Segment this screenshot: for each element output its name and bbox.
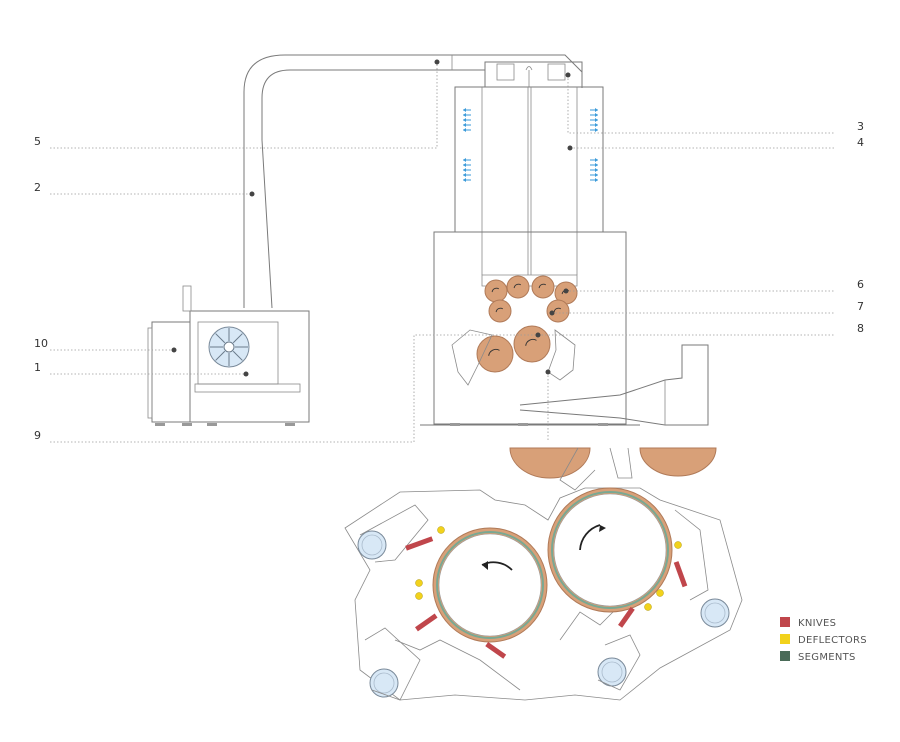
roll [488,299,512,323]
roll [506,275,530,299]
legend: KNIVES DEFLECTORS SEGMENTS [780,617,867,663]
foot [182,423,192,426]
callout-6: 6 [857,278,864,291]
rotation-arrow-icon [513,283,521,289]
machine-feet [155,423,608,426]
foot [207,423,217,426]
callout-3: 3 [857,120,864,133]
callout-10: 10 [34,337,48,350]
cutter-housing [433,231,627,425]
rotation-arrow-icon [579,524,601,551]
legend-label-deflectors: DEFLECTORS [798,635,867,646]
legend-swatch-segments [780,651,790,661]
segment-ring [436,531,544,639]
roll [484,279,508,303]
rotation-arrow-icon [495,307,503,313]
roll [531,275,555,299]
callout-1: 1 [34,361,41,374]
callout-7: 7 [857,300,864,313]
detail-rolls [432,487,673,643]
legend-swatch-knives [780,617,790,627]
feed-silos [454,86,604,233]
roll [546,299,570,323]
leader-lines [50,62,835,443]
deflectors [415,526,682,611]
foot [518,423,528,426]
exhaust-duct [519,344,709,426]
foot [155,423,165,426]
roll [513,325,551,363]
foot [285,423,295,426]
legend-label-knives: KNIVES [798,618,836,629]
detail-upper-roll-right [639,447,717,477]
fan-wheel-icon [208,326,250,368]
legend-label-segments: SEGMENTS [798,652,856,663]
foot [598,423,608,426]
callout-4: 4 [857,136,864,149]
knives [405,536,688,659]
rotation-arrow-icon [525,338,537,346]
callout-8: 8 [857,322,864,335]
legend-swatch-deflectors [780,634,790,644]
rotation-arrow-icon [538,283,546,289]
rotation-arrow-icon [488,348,500,356]
rotation-arrow-icon [491,287,499,293]
air-duct [243,54,583,308]
fan-unit [189,310,310,423]
detail-pulleys [357,530,730,698]
callout-5: 5 [34,135,41,148]
detail-upper-roll-left [509,447,591,479]
foot [450,423,460,426]
callout-dots [171,59,573,377]
roll [476,335,514,373]
cutter-detail [344,447,743,701]
callout-9: 9 [34,429,41,442]
rotation-arrow-icon [553,307,561,313]
segment-ring [551,491,669,609]
air-flow-arrows [463,108,598,182]
callout-2: 2 [34,181,41,194]
upper-rolls [476,275,578,373]
machine-overview [147,54,709,426]
